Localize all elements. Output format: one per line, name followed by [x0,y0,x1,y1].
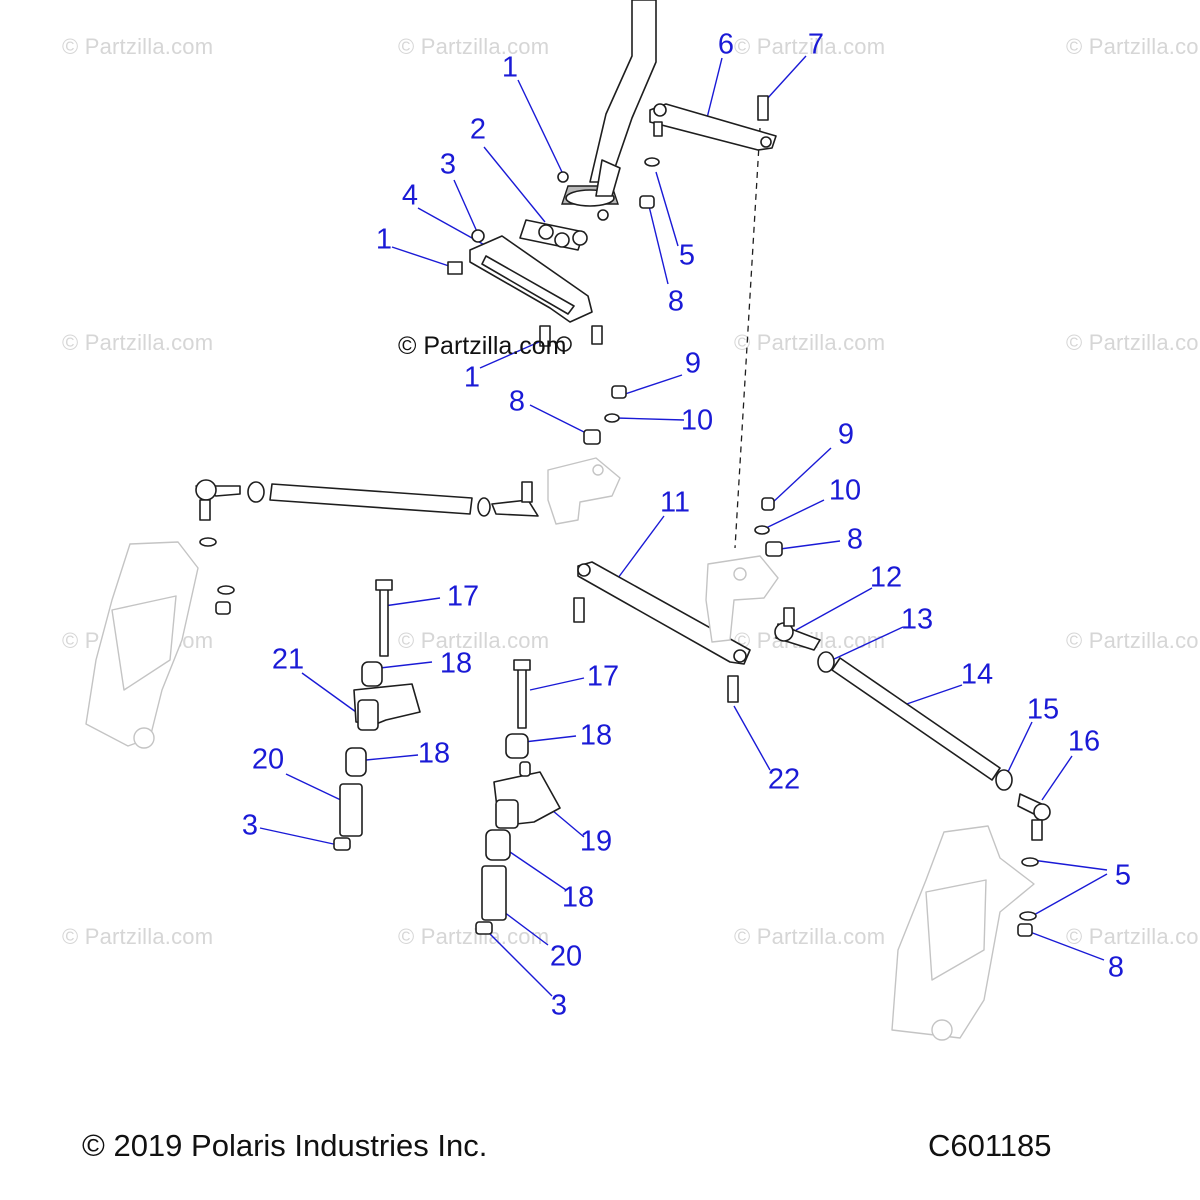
callout-label: 18 [561,881,595,914]
callout-label: 18 [579,719,613,752]
watermark: © Partzilla.com [62,34,214,59]
callout-label: 4 [401,179,419,212]
callout-label: 20 [549,940,583,973]
callout-label: 21 [271,643,305,676]
callout-label: 8 [667,285,685,318]
watermark: © Partzilla.com [62,924,214,949]
watermark: © Partzilla.com [734,924,886,949]
callout-label: 22 [767,763,801,796]
callout-label: 6 [717,28,735,61]
callout-label: 16 [1067,725,1101,758]
watermark: © Partzilla.com [398,628,550,653]
callout-label: 20 [251,743,285,776]
callout-label: 8 [846,523,864,556]
callout-label: 9 [684,347,702,380]
callout-label: 1 [463,361,481,394]
callout-label: 19 [579,825,613,858]
watermark: © Partzilla.com [734,34,886,59]
callout-label: 3 [550,989,568,1022]
steering-column [557,0,657,221]
callout-label: 3 [241,809,259,842]
watermark: © Partzilla.com [62,330,214,355]
callout-label: 1 [501,51,519,84]
watermark: © Partzilla.com [1066,924,1200,949]
watermark: © Partzilla.com [1066,330,1200,355]
callout-label: 5 [1114,859,1132,892]
left-pivot-stack [333,579,421,851]
callout-label: 7 [807,28,825,61]
watermark: © Partzilla.com [1066,628,1200,653]
left-tie-rod [195,457,621,525]
copyright-text: © 2019 Polaris Industries Inc. [82,1128,488,1163]
callout-label: 17 [446,580,480,613]
callout-label: 3 [439,148,457,181]
watermark: © Partzilla.com [398,34,550,59]
leader-lines [259,55,1108,997]
left-knuckle [85,541,199,749]
callout-label: 10 [828,474,862,507]
callout-label: 5 [678,239,696,272]
callout-label: 18 [439,647,473,680]
callout-label: 1 [375,223,393,256]
watermark: © Partzilla.com [398,924,550,949]
callout-label: 11 [659,486,691,519]
drag-link [573,561,751,703]
right-tie-rod [774,607,1051,841]
callout-label: 8 [508,385,526,418]
center-watermark: © Partzilla.com [398,332,567,360]
hardware [199,157,1039,937]
callout-label: 10 [680,404,714,437]
callout-label: 2 [469,113,487,146]
right-knuckle [891,825,1035,1041]
callout-label: 14 [960,658,994,691]
pitman-arm [649,95,777,151]
idler-bracket [705,555,779,643]
callout-label: 12 [869,561,903,594]
alignment-line [734,127,761,549]
diagram-code: C601185 [928,1128,1052,1163]
callout-label: 18 [417,737,451,770]
watermark: © Partzilla.com [1066,34,1200,59]
callout-label: 9 [837,418,855,451]
watermark: © Partzilla.com [734,330,886,355]
callout-label: 17 [586,660,620,693]
steering-bracket [447,224,603,352]
callout-label: 8 [1107,951,1125,984]
callout-label: 15 [1026,693,1060,726]
center-pivot-stack [475,659,561,935]
callout-label: 13 [900,603,934,636]
